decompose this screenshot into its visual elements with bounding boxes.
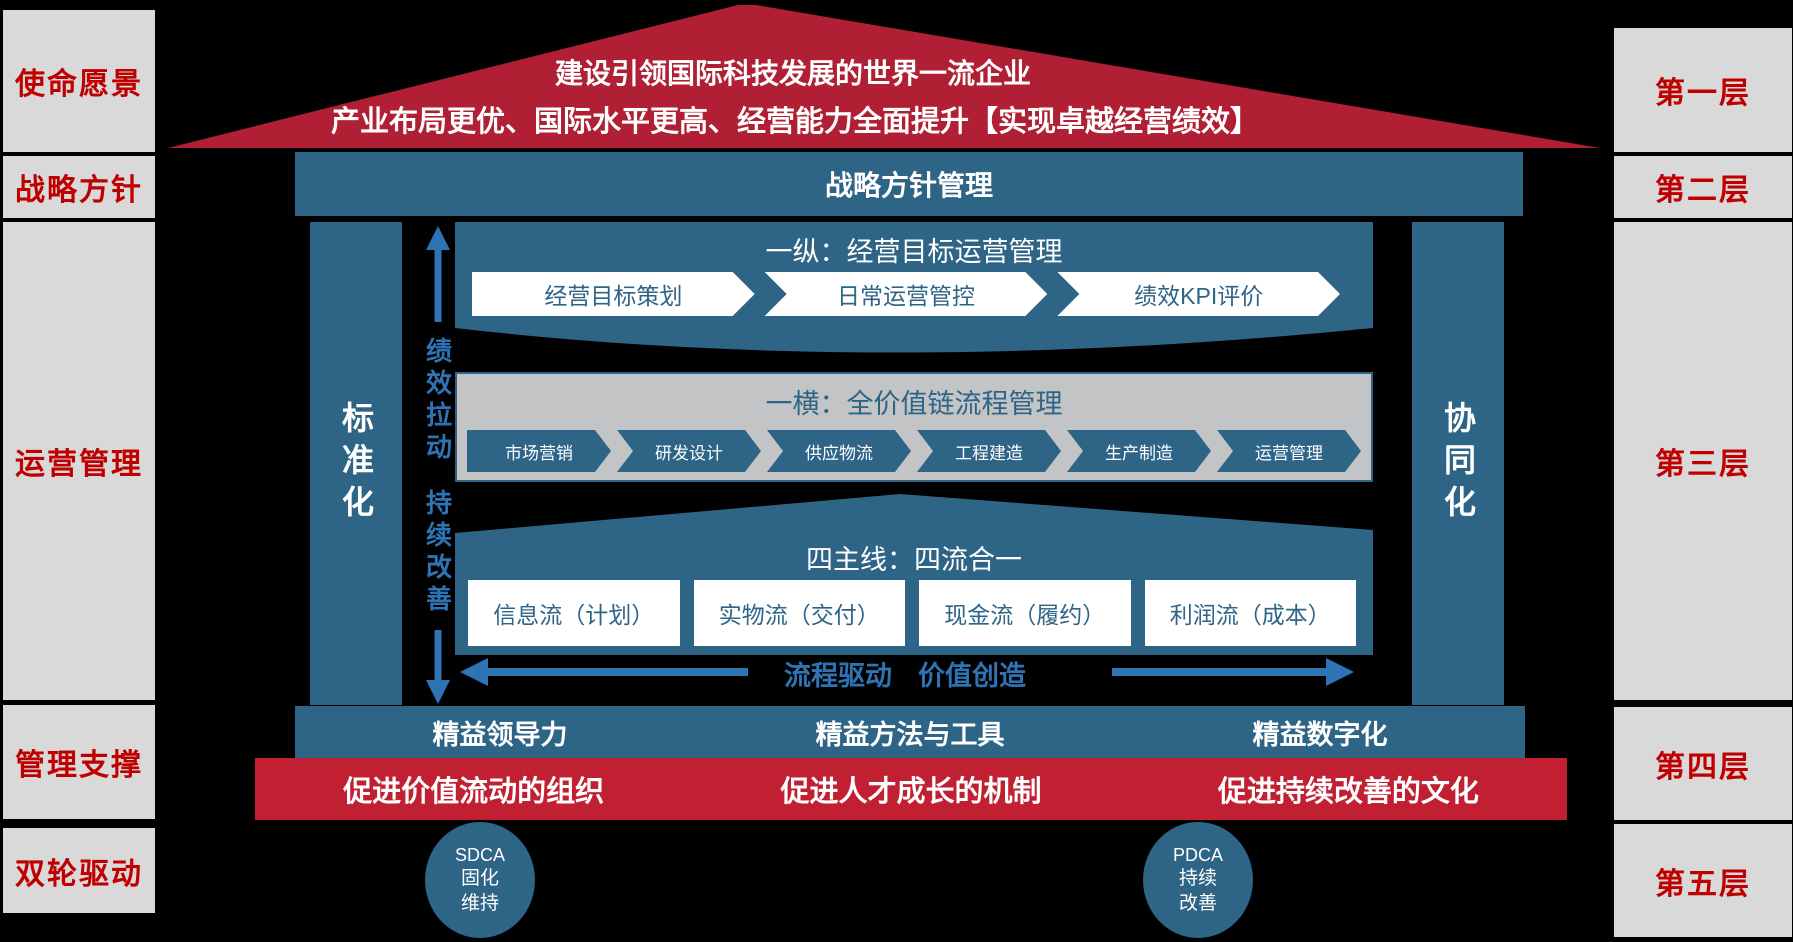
step-manufacturing: 生产制造: [1067, 430, 1211, 472]
pdca-word2: 改善: [1178, 892, 1217, 914]
right-layer-1: 第一层: [1614, 28, 1792, 152]
down-arrowhead-icon: [426, 680, 450, 704]
horizontal-mgmt-title: 一横：全价值链流程管理: [765, 389, 1063, 419]
left-layer-support: 管理支撑: [3, 705, 155, 819]
step-rnd-design: 研发设计: [617, 430, 761, 472]
sdca-word1: 固化: [460, 868, 499, 889]
vertical-mgmt-steps: 经营目标策划 日常运营管控 绩效KPI评价: [472, 272, 1340, 316]
flow-physical: 实物流（交付）: [693, 580, 905, 646]
roof-goal-line: 产业布局更优、国际水平更高、经营能力全面提升【实现卓越经营绩效】: [330, 106, 1259, 138]
lean-support-band: 精益领导力 精益方法与工具 精益数字化: [295, 706, 1525, 758]
process-value-label: 流程驱动 价值创造: [745, 654, 1065, 693]
talent-growth-mechanism-label: 促进人才成长的机制: [780, 776, 1042, 808]
step-kpi-evaluation: 绩效KPI评价: [1057, 272, 1340, 316]
continuous-improvement-culture-label: 促进持续改善的文化: [1217, 776, 1479, 808]
left-arrowhead-icon: [460, 658, 488, 686]
right-layer-5: 第五层: [1614, 824, 1792, 937]
culture-band: 促进价值流动的组织 促进人才成长的机制 促进持续改善的文化: [255, 758, 1567, 820]
sdca-cycle-circle: SDCA 固化 维持: [425, 822, 535, 938]
step-goal-planning: 经营目标策划: [472, 272, 755, 316]
performance-pull-label: 绩效拉动: [422, 337, 453, 465]
left-layer-mission: 使命愿景: [3, 10, 155, 152]
step-supply-logistics: 供应物流: [767, 430, 911, 472]
four-flows-title: 四主线：四流合一: [806, 545, 1022, 575]
step-marketing: 市场营销: [467, 430, 611, 472]
flow-cash: 现金流（履约）: [919, 580, 1131, 646]
right-arrowhead-icon: [1326, 658, 1354, 686]
flow-profit: 利润流（成本）: [1144, 580, 1356, 646]
four-flows-row: 信息流（计划） 实物流（交付） 现金流（履约） 利润流（成本）: [468, 580, 1356, 646]
up-arrowhead-icon: [426, 226, 450, 250]
pdca-cycle-circle: PDCA 持续 改善: [1143, 822, 1253, 938]
value-flow-organization-label: 促进价值流动的组织: [343, 776, 605, 808]
step-daily-operation-control: 日常运营管控: [765, 272, 1048, 316]
pillar-standardization: 标准化: [310, 222, 402, 705]
strategy-policy-band: 战略方针管理: [295, 152, 1523, 216]
left-layer-dual-drive: 双轮驱动: [3, 828, 155, 913]
lean-digitalization-label: 精益数字化: [1252, 719, 1388, 750]
pillar-collaboration: 协同化: [1412, 222, 1504, 705]
horizontal-mgmt-steps: 市场营销 研发设计 供应物流 工程建造 生产制造 运营管理: [467, 430, 1361, 472]
step-operation-mgmt: 运营管理: [1217, 430, 1361, 472]
process-driven-text: 流程驱动: [784, 661, 892, 691]
right-layer-3: 第三层: [1614, 222, 1792, 700]
lean-methods-tools-label: 精益方法与工具: [815, 719, 1005, 750]
continuous-improvement-label: 持续改善: [422, 489, 453, 617]
horizontal-mgmt-box: 一横：全价值链流程管理 市场营销 研发设计 供应物流 工程建造 生产制造 运营管…: [455, 372, 1373, 482]
lean-leadership-label: 精益领导力: [432, 719, 568, 750]
value-creation-text: 价值创造: [918, 661, 1026, 691]
sdca-word2: 维持: [460, 892, 499, 914]
four-flows-shape: [455, 494, 1373, 655]
right-layer-4: 第四层: [1614, 707, 1792, 820]
left-layer-operations: 运营管理: [3, 222, 155, 700]
pdca-word1: 持续: [1178, 868, 1217, 889]
flow-information: 信息流（计划）: [468, 580, 680, 646]
step-engineering-construction: 工程建造: [917, 430, 1061, 472]
pdca-acronym: PDCA: [1172, 844, 1223, 865]
sdca-acronym: SDCA: [454, 844, 505, 865]
vertical-mgmt-title: 一纵：经营目标运营管理: [765, 237, 1063, 267]
right-layer-2: 第二层: [1614, 156, 1792, 218]
roof-triangle: [168, 5, 1600, 148]
left-layer-strategy: 战略方针: [3, 156, 155, 218]
roof-vision-line: 建设引领国际科技发展的世界一流企业: [554, 58, 1031, 89]
